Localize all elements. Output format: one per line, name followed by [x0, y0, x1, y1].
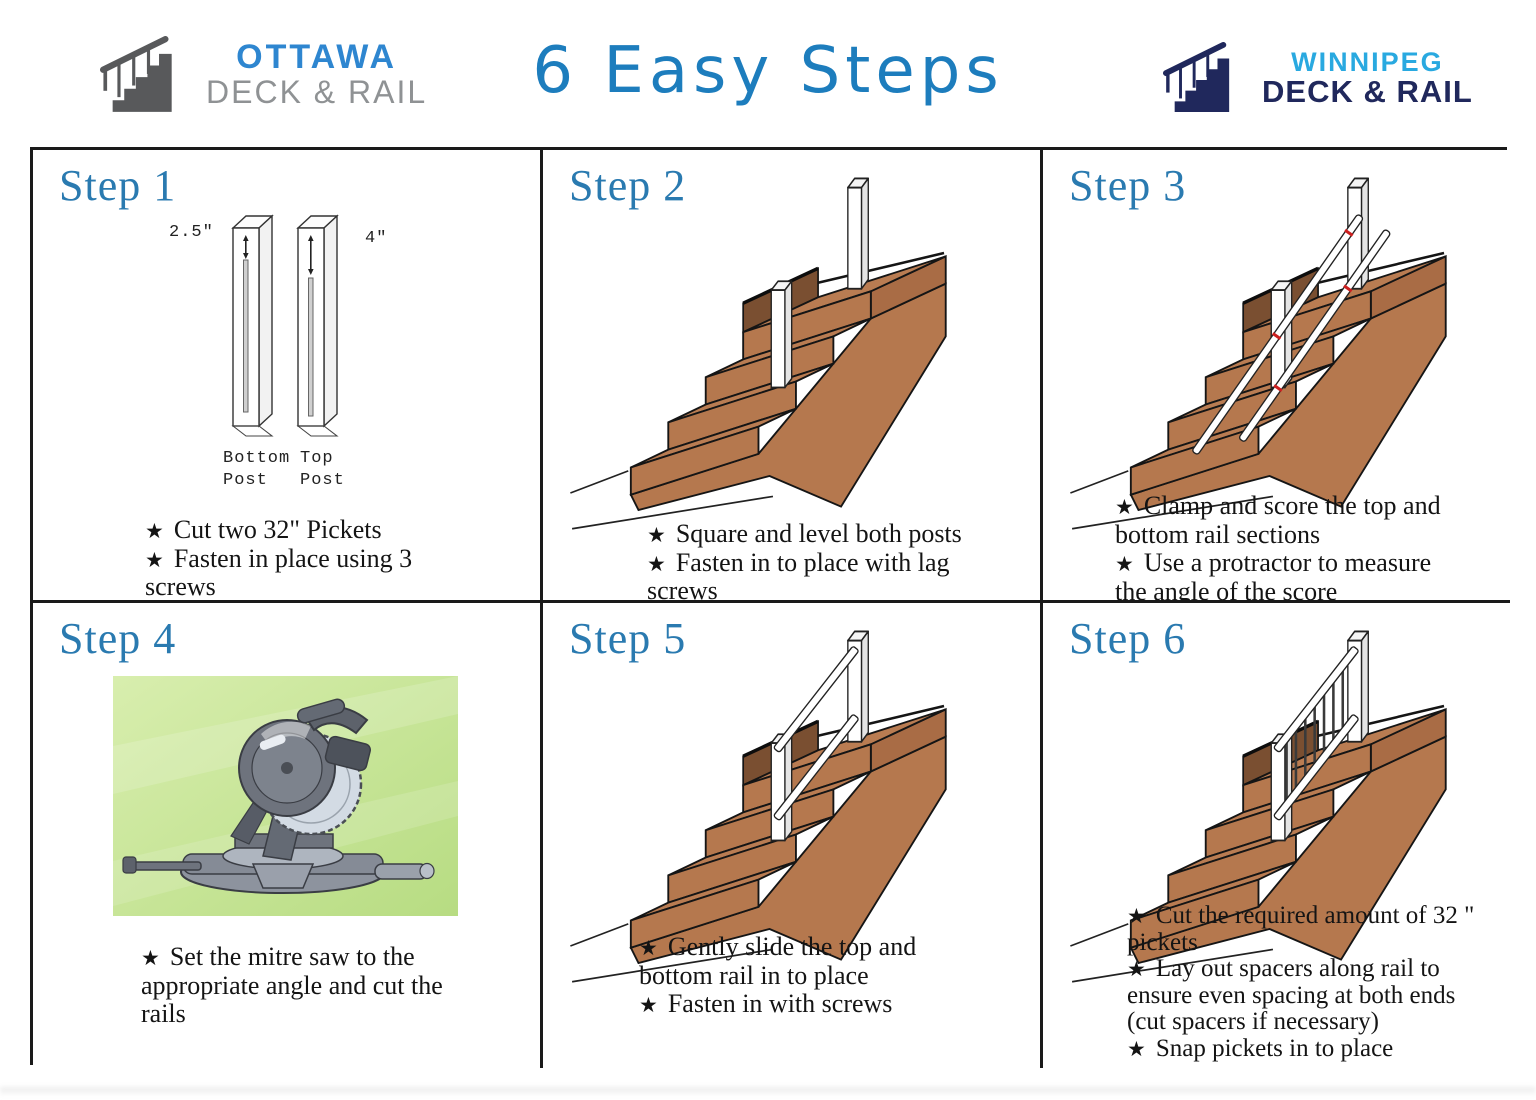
instruction-text: Fasten in to place with lag screws	[647, 547, 950, 603]
step-4-heading: Step 4	[59, 614, 177, 663]
red-score-mark	[1273, 384, 1283, 393]
instruction-bullet: ★Fasten in to place with lag screws	[647, 547, 992, 603]
step-2-heading: Step 2	[569, 161, 687, 210]
instruction-bullet: ★Use a protractor to measure the angle o…	[1115, 548, 1463, 603]
star-bullet-icon: ★	[639, 993, 658, 1018]
bottom-page-edge-shadow	[0, 1087, 1536, 1096]
instruction-bullet: ★ Cut two 32" Pickets	[145, 515, 480, 545]
star-bullet-icon: ★	[1127, 957, 1146, 981]
installed-rail-top	[773, 646, 859, 753]
step-2-instructions: ★ Square and level both posts ★Fasten in …	[647, 519, 992, 603]
star-bullet-icon: ★	[1115, 552, 1134, 577]
instruction-bullet: ★Cut the required amount of 32 " pickets	[1127, 902, 1487, 956]
step-5-instructions: ★Gently slide the top and bottom rail in…	[639, 932, 969, 1019]
winnipeg-company-label: DECK & RAIL	[1262, 73, 1473, 109]
star-bullet-icon: ★	[639, 936, 658, 960]
ottawa-city-label: OTTAWA	[236, 38, 398, 77]
step-4-instructions: ★Set the mitre saw to the appropriate an…	[141, 942, 493, 1029]
instruction-text: Cut the required amount of 32 " pickets	[1127, 902, 1475, 956]
ottawa-company-label: DECK & RAIL	[206, 74, 428, 111]
step-5-heading: Step 5	[569, 614, 687, 663]
instruction-bullet: ★Fasten in place using 3 screws	[145, 543, 480, 602]
top-post-label: Top Post	[300, 449, 345, 491]
star-bullet-icon: ★	[1127, 904, 1146, 928]
instruction-bullet: ★ Fasten in with screws	[639, 989, 969, 1019]
ottawa-logo: OTTAWA DECK & RAIL	[88, 36, 427, 114]
instruction-text: Cut two 32" Pickets	[173, 515, 382, 544]
instruction-text: Gently slide the top and bottom rail in …	[639, 932, 917, 990]
star-bullet-icon: ★	[647, 523, 666, 547]
step-6-cell: Step 6	[1043, 603, 1510, 1068]
stairs-with-pickets-illustration	[1068, 630, 1448, 984]
red-score-mark	[1271, 332, 1282, 340]
instruction-text: Snap pickets in to place	[1155, 1034, 1394, 1062]
instruction-text: Clamp and score the top and bottom rail …	[1115, 491, 1441, 549]
installed-rail-bottom	[1273, 714, 1359, 821]
instruction-text: Set the mitre saw to the appropriate ang…	[141, 942, 443, 1029]
bottom-post-measure: 2.5"	[169, 223, 214, 242]
page-title: 6 Easy Steps	[532, 34, 1004, 108]
step-3-instructions: ★Clamp and score the top and bottom rail…	[1115, 491, 1463, 603]
bottom-post-label: Bottom Post	[223, 449, 291, 491]
instruction-bullet: ★ Snap pickets in to place	[1127, 1034, 1487, 1063]
instruction-bullet: ★Gently slide the top and bottom rail in…	[639, 932, 969, 990]
installed-rail-top	[1273, 646, 1359, 753]
instruction-text: Lay out spacers along rail to ensure eve…	[1127, 955, 1456, 1035]
ottawa-logo-text: OTTAWA DECK & RAIL	[206, 40, 427, 109]
step-1-cell: Step 1 2.5"	[33, 150, 543, 603]
star-bullet-icon: ★	[141, 946, 160, 970]
stairs-illustration	[568, 177, 948, 531]
star-bullet-icon: ★	[1127, 1036, 1146, 1061]
star-bullet-icon: ★	[145, 519, 164, 543]
winnipeg-stairs-icon	[1152, 42, 1246, 114]
instruction-text: Fasten in with screws	[667, 989, 893, 1019]
winnipeg-logo: WINNIPEG DECK & RAIL	[1152, 42, 1473, 114]
step-4-cell: Step 4	[33, 603, 543, 1068]
winnipeg-city-label: WINNIPEG	[1291, 46, 1444, 77]
step-6-instructions: ★Cut the required amount of 32 " pickets…	[1127, 902, 1487, 1063]
red-score-mark	[1343, 284, 1353, 293]
instruction-bullet: ★Lay out spacers along rail to ensure ev…	[1127, 955, 1487, 1036]
step-3-heading: Step 3	[1069, 161, 1187, 210]
steps-grid: Step 1 2.5"	[30, 147, 1510, 1068]
instruction-text: Fasten in place using 3 screws	[145, 543, 413, 602]
loose-rail-top	[1192, 214, 1364, 455]
step-1-instructions: ★ Cut two 32" Pickets ★Fasten in place us…	[145, 515, 480, 602]
posts-diagram	[231, 214, 339, 437]
step-6-heading: Step 6	[1069, 614, 1187, 663]
instruction-bullet: ★Set the mitre saw to the appropriate an…	[141, 942, 493, 1029]
stairs-with-loose-rails-illustration	[1068, 177, 1448, 531]
mitre-saw-illustration	[113, 676, 458, 916]
red-score-mark	[1344, 228, 1354, 237]
pickets	[1285, 667, 1345, 804]
top-post-measure: 4"	[365, 229, 388, 248]
installed-rail-bottom	[773, 714, 859, 821]
step-1-heading: Step 1	[59, 161, 177, 210]
instruction-bullet: ★ Square and level both posts	[647, 519, 992, 549]
ottawa-stairs-icon	[88, 36, 190, 114]
loose-rail-bottom	[1238, 229, 1391, 442]
step-2-cell: Step 2 ★ Square and level both posts ★Fas…	[543, 150, 1043, 603]
star-bullet-icon: ★	[1115, 495, 1134, 519]
star-bullet-icon: ★	[145, 547, 164, 572]
step-3-cell: Step 3 ★Clamp and score the top and bott…	[1043, 150, 1510, 603]
stairs-with-rails-illustration	[568, 630, 948, 984]
star-bullet-icon: ★	[647, 551, 666, 576]
instruction-text: Square and level both posts	[675, 519, 962, 548]
step-5-cell: Step 5 ★Gently slide the top and bottom …	[543, 603, 1043, 1068]
instruction-text: Use a protractor to measure the angle of…	[1115, 548, 1432, 603]
winnipeg-logo-text: WINNIPEG DECK & RAIL	[1262, 46, 1473, 109]
instruction-bullet: ★Clamp and score the top and bottom rail…	[1115, 491, 1463, 549]
